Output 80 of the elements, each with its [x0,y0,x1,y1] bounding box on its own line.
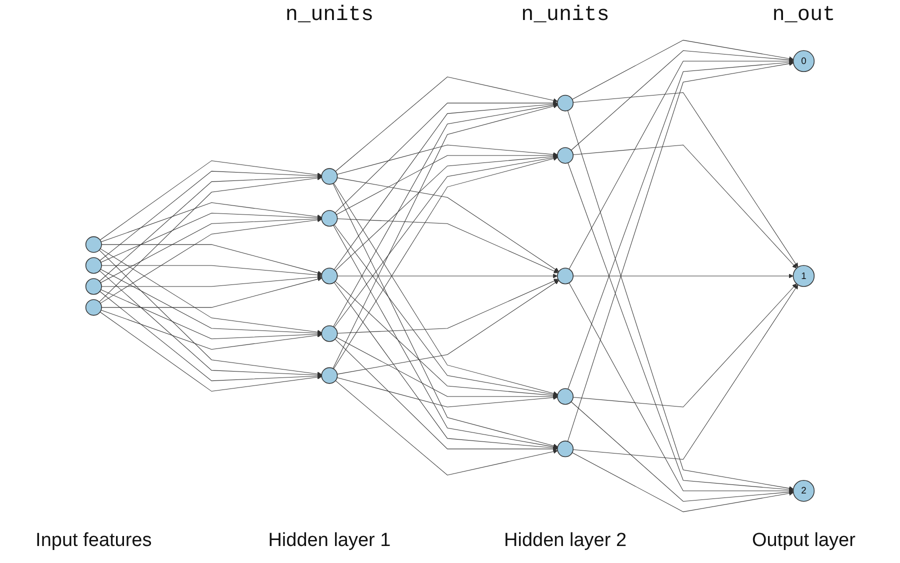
node-circle [557,388,574,405]
arrow [334,224,558,397]
arrow [335,380,558,476]
arrow [334,102,558,270]
arrow [334,281,558,398]
arrow [337,278,558,334]
arrow [99,174,322,282]
node-circle: 0 [792,50,815,72]
node-circle [557,440,574,458]
arrow [99,250,322,376]
node-circle [85,278,102,295]
layer-size-label: n_units [285,4,374,27]
arrow [572,144,797,268]
arrow [568,58,794,270]
node-circle [321,325,338,342]
arrow [100,310,322,350]
node-circle [321,367,338,384]
arrow [332,183,558,448]
arrow [334,100,558,214]
arrow [336,144,558,175]
arrow [100,268,322,336]
arrow [101,274,322,287]
arrow [99,176,322,302]
node-circle [557,147,574,164]
arrow [333,156,558,370]
layer-caption: Input features [36,530,152,552]
arrow [336,377,558,408]
arrow [100,312,322,392]
arrow [572,92,798,268]
arrow [99,270,322,378]
arrow [332,104,558,369]
arrow [100,160,322,240]
arrow [570,50,794,151]
arrow [572,40,794,100]
node-circle [85,299,102,316]
arrow [100,248,322,334]
arrow [100,291,322,382]
arrow [101,276,322,308]
node-circle [321,168,338,185]
layer-size-label: n_units [521,4,610,27]
node-circle: 1 [792,265,815,287]
arrow [572,284,798,460]
arrow [572,452,794,512]
node-circle [557,94,574,112]
layer-caption: Output layer [752,530,856,552]
arrow [568,282,794,494]
node-circle [85,236,102,253]
arrow [336,280,559,374]
arrow [334,154,558,271]
layer-size-label: n_out [772,4,836,27]
arrow [336,337,558,399]
node-circle [321,210,338,227]
arrow [100,289,322,340]
arrow [336,153,558,215]
arrow [337,218,558,274]
node-circle [557,268,574,284]
arrow [334,155,558,328]
arrow [100,212,322,263]
arrow [100,170,322,261]
arrow [333,224,558,450]
arrow [336,178,559,272]
node-circle: 2 [792,480,815,502]
arrow [101,244,322,276]
arrow [572,274,794,278]
node-circle [85,257,102,274]
arrow [100,218,322,304]
node-circle [321,268,338,284]
arrow [335,76,558,172]
arrow [570,401,794,502]
arrow [334,338,558,452]
arrow [333,102,558,328]
arrow [101,265,322,278]
layer-caption: Hidden layer 2 [504,530,627,552]
arrow [333,182,558,396]
arrow [334,282,558,450]
arrow [100,216,322,284]
layer-caption: Hidden layer 1 [268,530,391,552]
arrow [100,202,322,242]
arrow [337,274,558,278]
arrow [572,284,797,408]
